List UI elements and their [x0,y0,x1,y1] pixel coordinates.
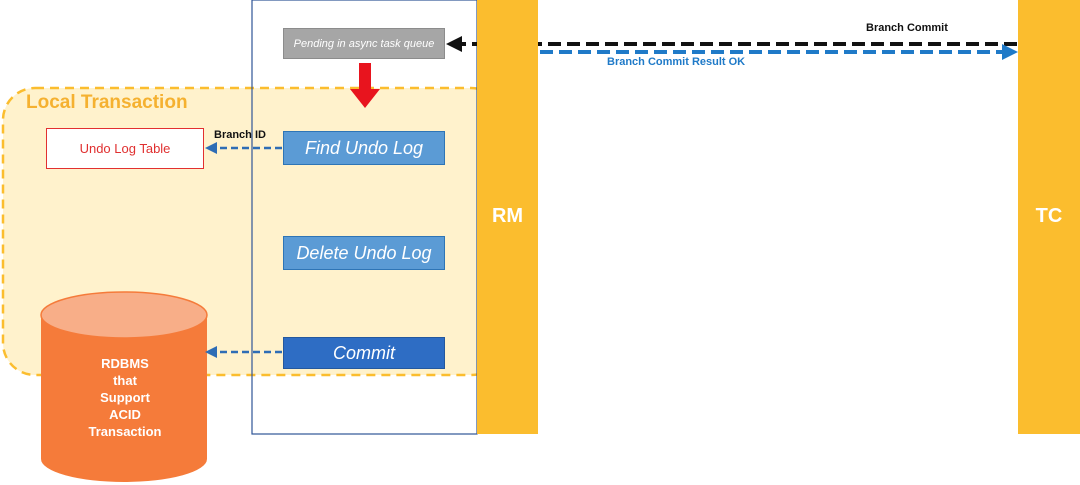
find-undo-log-label: Find Undo Log [304,137,424,158]
undo-log-table-label: Undo Log Table [79,141,171,156]
pending-async-queue-box: Pending in async task queue [283,28,445,59]
tc-label: TC [1035,205,1063,227]
rdbms-line: Transaction [88,424,162,439]
rdbms-line: ACID [109,407,141,422]
rm-label: RM [491,205,524,227]
red-down-arrow [350,63,380,108]
branch-commit-label: Branch Commit [866,22,948,34]
find-undo-log-box: Find Undo Log [283,131,445,165]
local-transaction-title: Local Transaction [26,92,188,113]
branch-id-arrow [205,142,282,154]
branch-commit-result-label: Branch Commit Result OK [607,56,746,68]
rm-lifeline: RM [477,0,538,434]
commit-to-db-arrow [205,346,282,358]
delete-undo-log-box: Delete Undo Log [283,236,445,270]
rdbms-cylinder [40,291,208,482]
branch-commit-arrow [446,36,1017,52]
pending-label: Pending in async task queue [293,37,435,50]
branch-commit-result-arrow [540,44,1018,60]
commit-box: Commit [283,337,445,369]
branch-id-label: Branch ID [214,129,266,141]
rdbms-label: RDBMS that Support ACID Transaction [44,355,206,440]
commit-label: Commit [333,342,395,363]
tc-lifeline: TC [1018,0,1080,434]
delete-undo-log-label: Delete Undo Log [296,242,432,263]
undo-log-table-box: Undo Log Table [46,128,204,169]
rdbms-line: that [113,373,137,388]
rdbms-line: Support [100,390,150,405]
rdbms-line: RDBMS [101,356,149,371]
